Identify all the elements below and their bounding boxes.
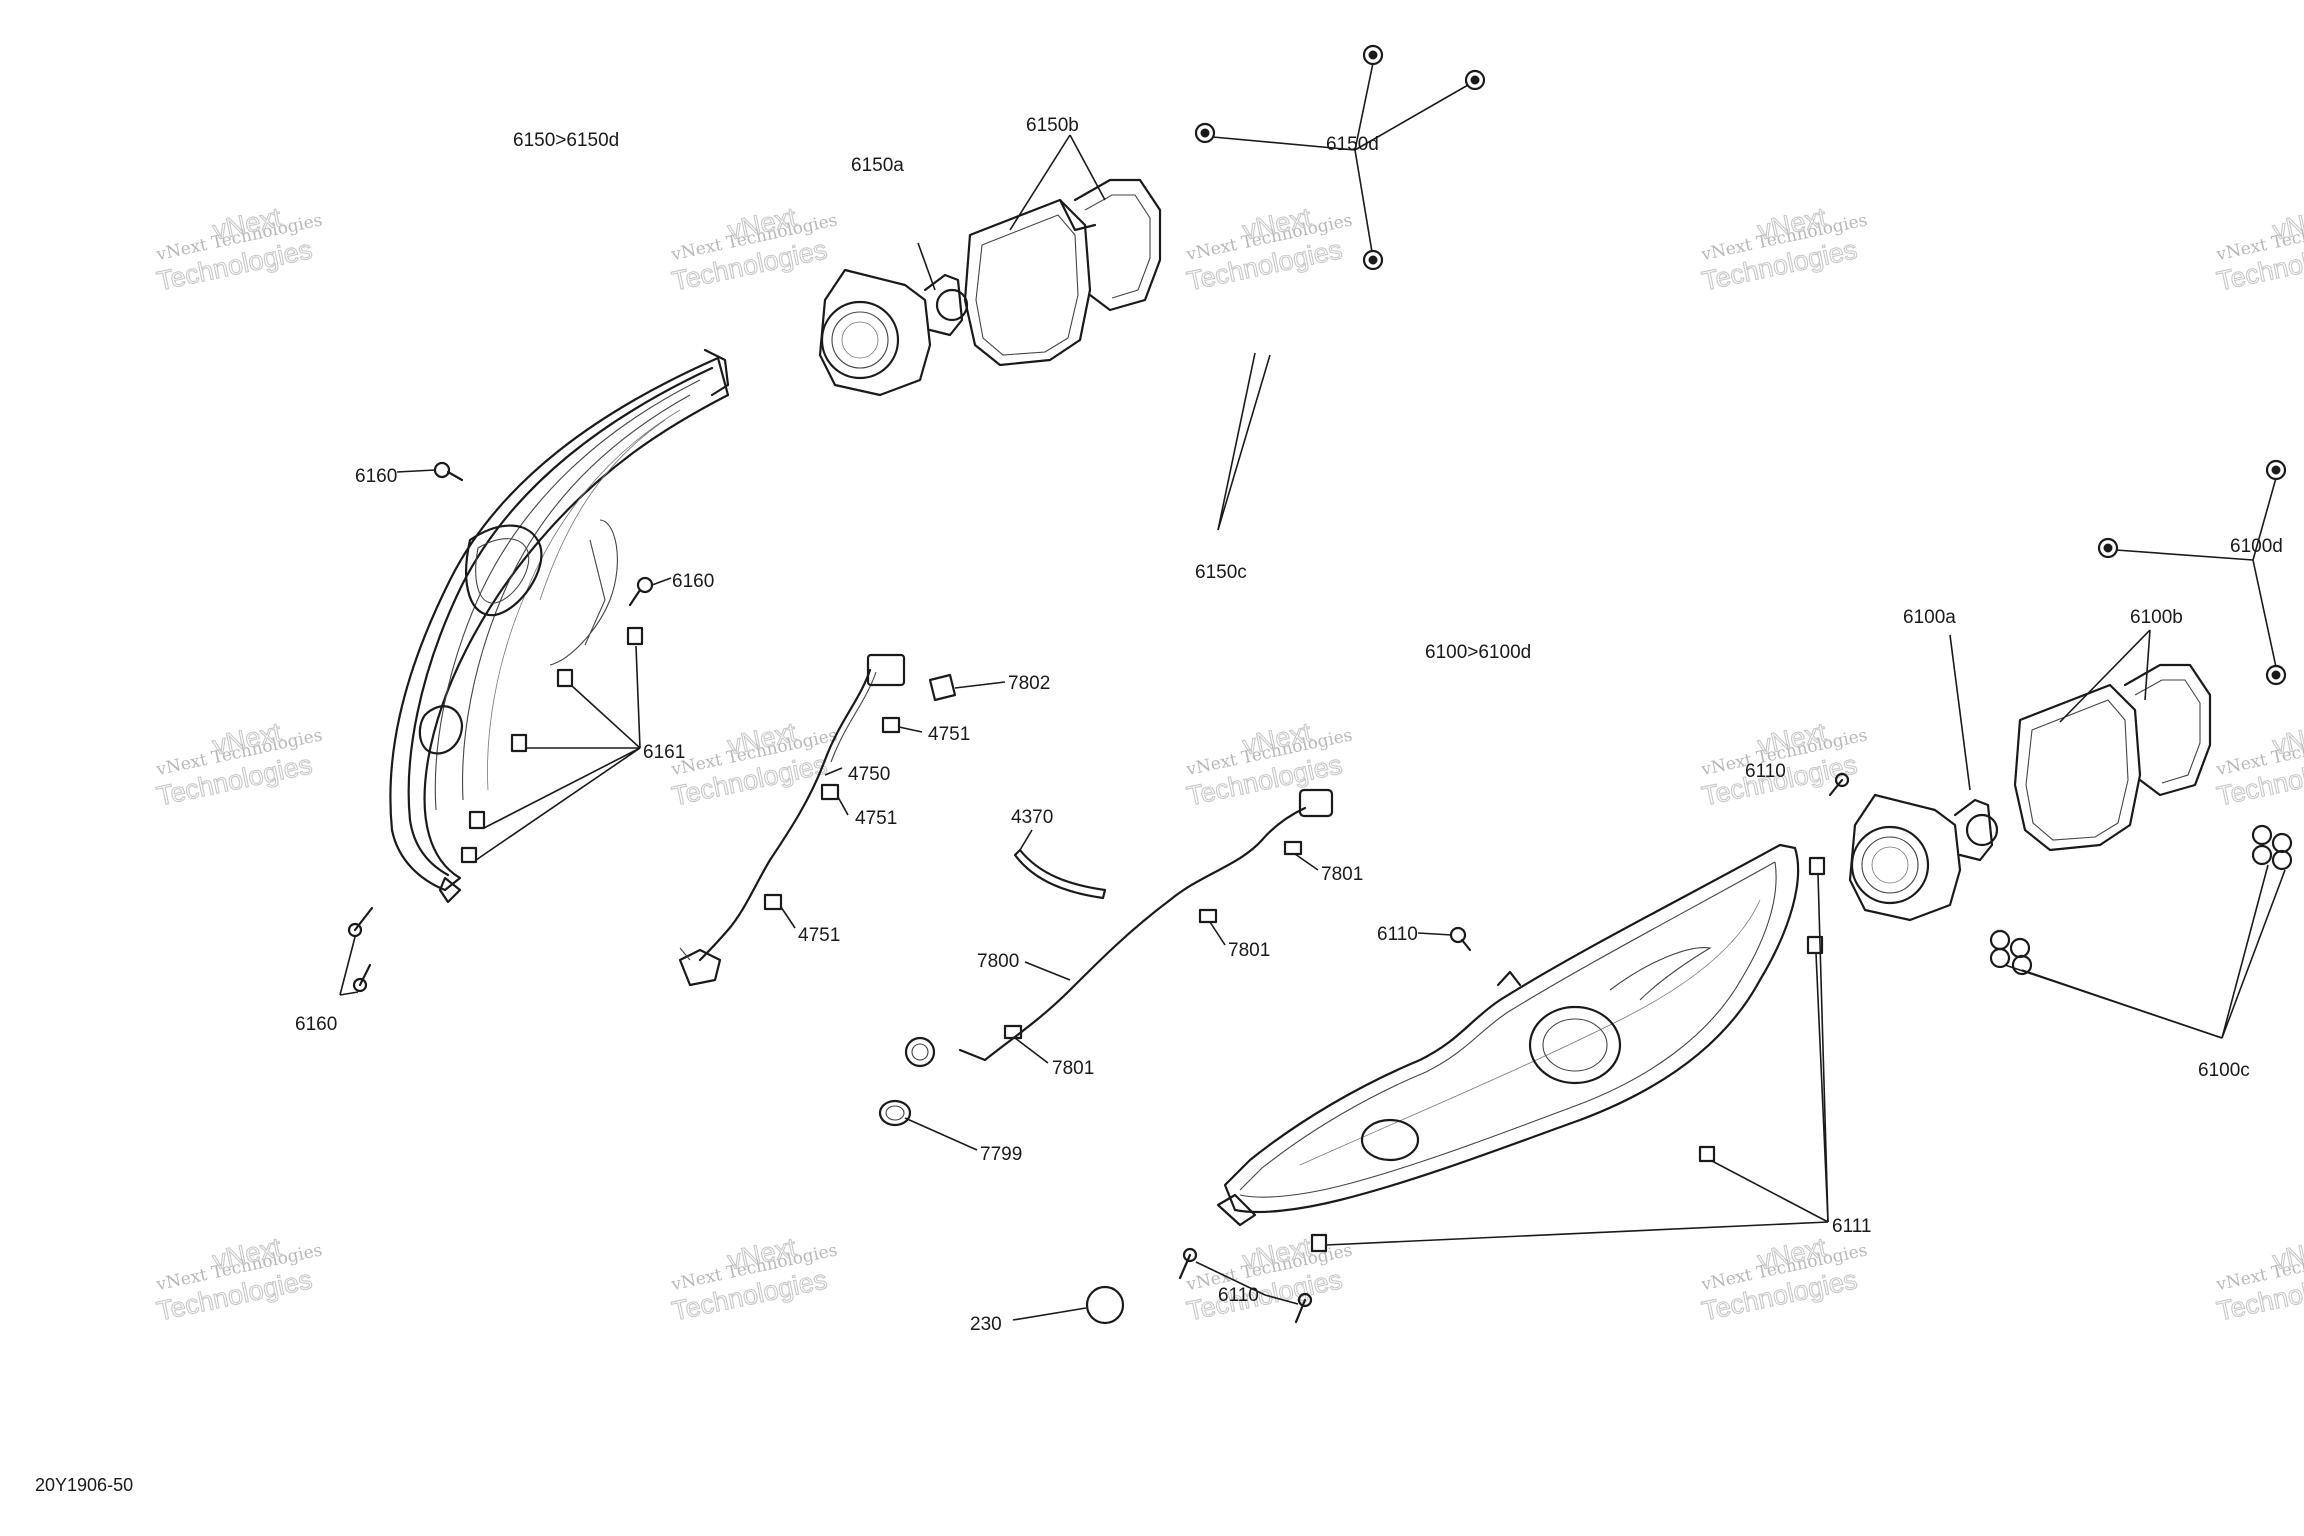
screw-6110 <box>1828 772 1850 797</box>
screw-6110 <box>1178 1247 1198 1280</box>
watermark: vNext Technologies Technologies vNext <box>1699 1231 1869 1327</box>
clip-6111 <box>1310 1233 1328 1253</box>
label-6110: 6110 <box>1745 761 1786 782</box>
watermark: vNext Technologies Technologies vNext <box>154 716 324 812</box>
clip-4751 <box>820 783 840 801</box>
nut-6100d <box>2265 459 2287 481</box>
part-labels: 6150>6150d 6100>6100d 6150a 6150b 6150c … <box>295 115 2283 1335</box>
diagram-reference-id: 20Y1906-50 <box>35 1475 133 1495</box>
nut-6150d <box>1464 69 1486 91</box>
label-6111: 6111 <box>1832 1216 1871 1237</box>
watermark: vNext Technologies Technologies vNext <box>669 1231 839 1327</box>
nut-6150d <box>1362 44 1384 66</box>
clip-6161 <box>460 846 478 864</box>
label-6100d: 6100d <box>2230 536 2283 557</box>
clip-6111 <box>1808 856 1826 876</box>
screw-6110 <box>1449 926 1472 952</box>
label-4751: 4751 <box>928 724 970 745</box>
watermark: vNext Technologies Technologies vNext <box>154 201 324 297</box>
svg-text:vNext: vNext <box>2270 717 2304 761</box>
watermark: vNext Technologies Technologies vNext <box>1699 201 1869 297</box>
nut-6150d <box>1194 122 1216 144</box>
label-6100c: 6100c <box>2198 1060 2250 1081</box>
label-4751: 4751 <box>855 808 897 829</box>
watermark: vNext Technologies Technologies vNext <box>2214 201 2304 297</box>
label-6150d: 6150d <box>1326 134 1379 155</box>
screw-6160 <box>352 963 372 993</box>
label-4750: 4750 <box>848 764 890 785</box>
label-6160: 6160 <box>295 1014 337 1035</box>
label-4370: 4370 <box>1011 807 1053 828</box>
wiring-harness-7800 <box>904 788 1334 1068</box>
left-projector-cover-6150b <box>963 178 1162 367</box>
clip-7801 <box>1283 840 1303 856</box>
label-6150c: 6150c <box>1195 562 1247 583</box>
screw-6160 <box>347 906 374 938</box>
connector-7802 <box>928 673 957 702</box>
cable-tie-4370 <box>1013 848 1107 900</box>
screw-6110 <box>1294 1292 1313 1324</box>
socket-6100c <box>1989 929 2033 976</box>
label-7802: 7802 <box>1008 673 1050 694</box>
label-6100a: 6100a <box>1903 607 1956 628</box>
watermark: vNext Technologies Technologies vNext <box>1184 201 1354 297</box>
screw-6160 <box>628 576 654 607</box>
watermark: vNext Technologies Technologies vNext <box>669 201 839 297</box>
clip-7801 <box>1198 908 1218 924</box>
clip-6161 <box>626 626 644 646</box>
watermark-layer: vNext Technologies Technologies vNext vN… <box>154 201 2304 1327</box>
watermark: vNext Technologies Technologies vNext <box>669 716 839 812</box>
label-6110: 6110 <box>1218 1285 1259 1306</box>
label-6100b: 6100b <box>2130 607 2183 628</box>
watermark: vNext Technologies Technologies vNext <box>2214 1231 2304 1327</box>
label-6160: 6160 <box>355 466 397 487</box>
clip-6161 <box>468 810 486 830</box>
right-headlamp-housing <box>1216 843 1800 1227</box>
watermark: vNext Technologies Technologies vNext <box>1184 1231 1354 1327</box>
left-headlamp-housing <box>389 348 730 904</box>
label-4751: 4751 <box>798 925 840 946</box>
left-projector-module-6150a <box>818 268 969 397</box>
svg-text:vNext: vNext <box>2270 1232 2304 1276</box>
svg-text:vNext: vNext <box>2270 202 2304 246</box>
label-6110: 6110 <box>1377 924 1418 945</box>
label-230: 230 <box>970 1314 1002 1335</box>
watermark: vNext Technologies Technologies vNext <box>2214 716 2304 812</box>
label-7799: 7799 <box>980 1144 1022 1165</box>
cap-230 <box>1085 1285 1125 1325</box>
clip-4751 <box>881 716 901 734</box>
clip-6161 <box>510 733 528 753</box>
leader-lines <box>339 62 2286 1321</box>
label-7801: 7801 <box>1228 940 1270 961</box>
clip-6111 <box>1698 1145 1716 1163</box>
label-7800: 7800 <box>977 951 1019 972</box>
label-6150b: 6150b <box>1026 115 1079 136</box>
nut-6100d <box>2097 537 2119 559</box>
right-projector-module-6100a <box>1848 793 1999 922</box>
socket-6100c <box>2251 824 2293 871</box>
clip-4751 <box>763 893 783 911</box>
label-7801: 7801 <box>1321 864 1363 885</box>
clip-6161 <box>556 668 574 688</box>
watermark: vNext Technologies Technologies vNext <box>154 1231 324 1327</box>
label-6160: 6160 <box>672 571 714 592</box>
clip-6111 <box>1806 935 1824 955</box>
clip-7801 <box>1003 1024 1023 1040</box>
screw-6160 <box>433 461 464 482</box>
label-7801: 7801 <box>1052 1058 1094 1079</box>
nut-6100d <box>2265 664 2287 686</box>
group-label-6150: 6150>6150d <box>513 130 619 151</box>
label-6161: 6161 <box>643 742 685 763</box>
label-6150a: 6150a <box>851 155 904 176</box>
group-label-6100: 6100>6100d <box>1425 642 1531 663</box>
right-projector-cover-6100b <box>2013 663 2212 852</box>
grommet-7799 <box>878 1099 912 1127</box>
wiring-harness-4750 <box>678 653 906 987</box>
nut-6150d <box>1362 249 1384 271</box>
